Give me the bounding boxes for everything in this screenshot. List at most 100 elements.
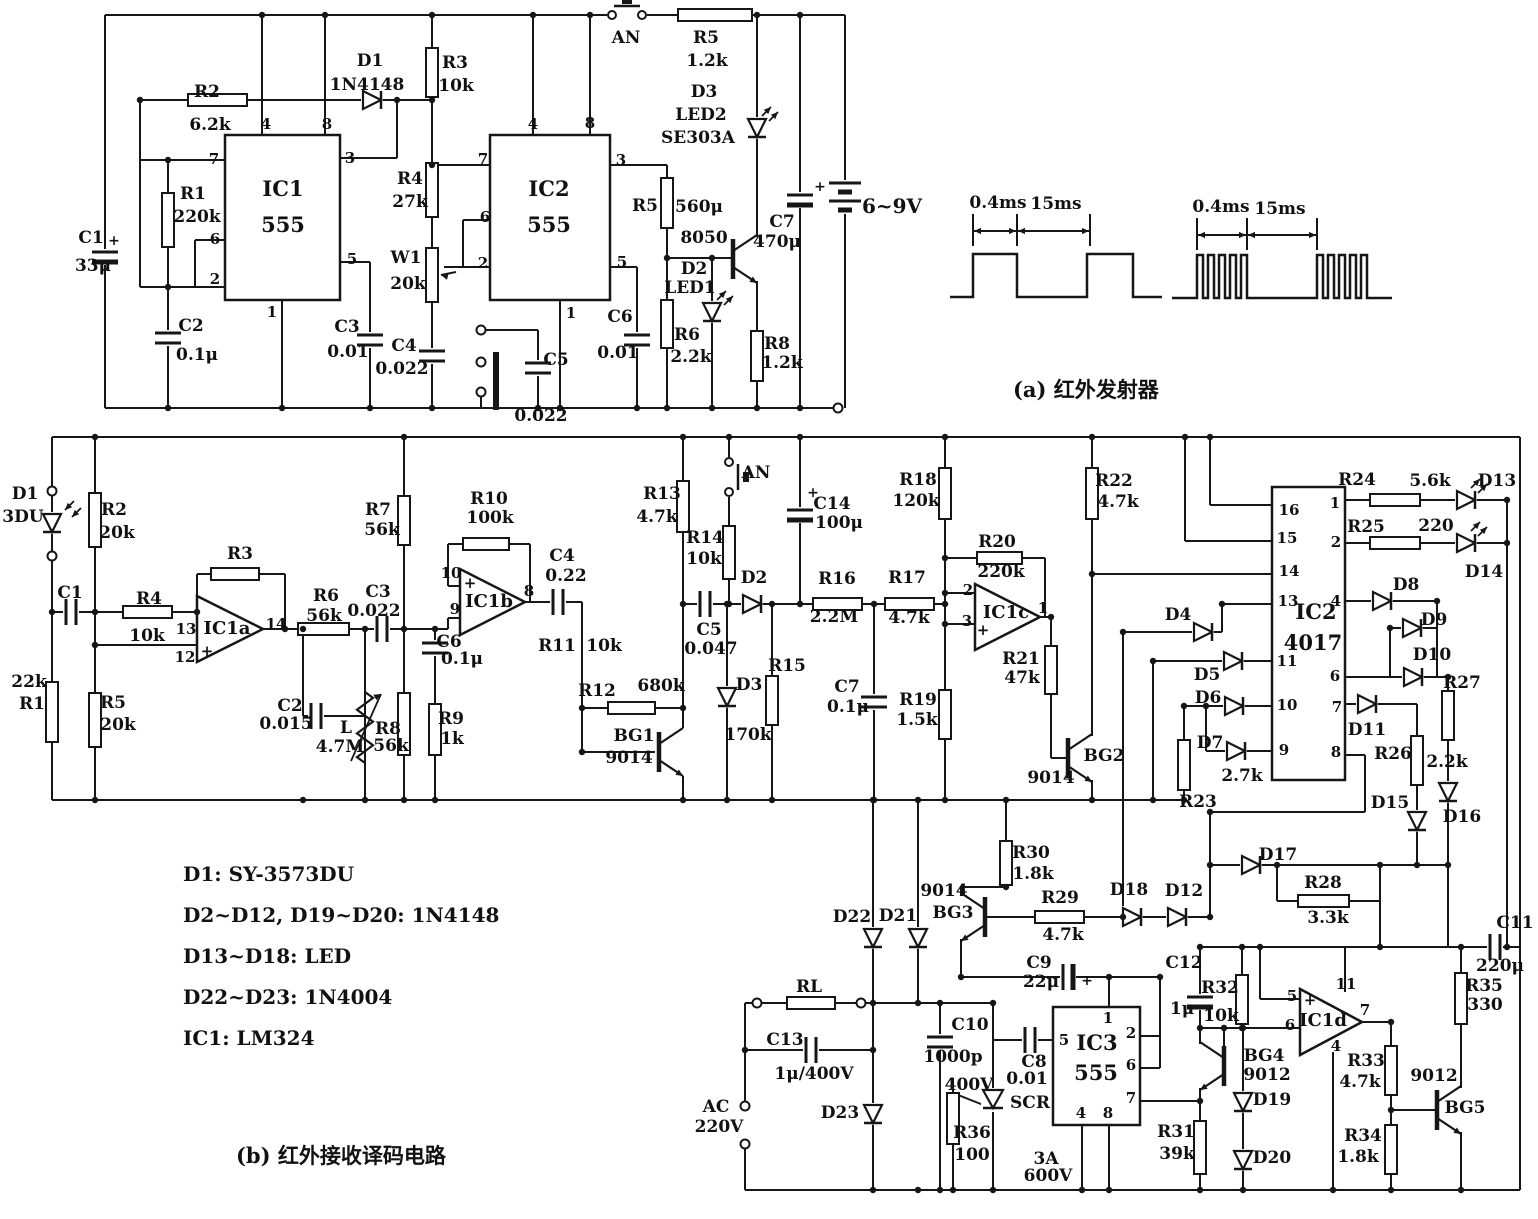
component-label: C6 [436,632,461,652]
waveform-trace [950,252,1162,299]
component-label: W1 [390,248,422,268]
component-label: C3 [334,317,359,337]
resistor [297,622,350,636]
component-label: 8 [524,582,534,600]
potentiometer [425,247,439,303]
resistor [1410,735,1424,786]
junction-dot [578,704,586,712]
component-label: 9014 [605,748,652,768]
junction-dot [431,796,439,804]
component-label: 8 [322,115,332,133]
component-label: D1 [12,484,39,504]
component-label: 4.7M [316,737,365,757]
terminal [739,1138,751,1150]
wiper-arrow [441,273,449,280]
component-label: D8 [1393,575,1420,595]
component-label: 3DU [2,507,44,527]
junction-dot [400,433,408,441]
transistor-collector [732,234,758,252]
pushbutton-contact [607,10,617,20]
terminal [46,485,58,497]
junction-dot [796,600,804,608]
junction-dot [1119,913,1127,921]
junction-dot [989,999,997,1007]
component-label: R15 [768,656,806,676]
component-label: R33 [1347,1051,1385,1071]
component-label: R16 [818,569,856,589]
junction-dot [1273,861,1281,869]
wiper [440,271,457,276]
component-label: C3 [365,582,390,602]
component-label: 2 [1126,1024,1136,1042]
component-label: 555 [1074,1060,1118,1085]
component-label: 4 [528,115,538,133]
junction-dot [936,1186,944,1194]
component-label: C13 [766,1030,803,1050]
terminal [46,550,58,562]
component-label: D10 [1413,645,1452,665]
junction-dot [1387,1186,1395,1194]
junction-dot [914,1186,922,1194]
led-ray [718,291,726,299]
arrowhead [1309,231,1316,239]
component-label: R17 [888,568,926,588]
component-label: 9014 [1027,768,1074,788]
junction-dot [1206,861,1214,869]
junction-dot [48,608,56,616]
component-label: R22 [1095,471,1133,491]
component-label: LED1 [664,278,715,298]
diode [1371,590,1394,612]
resistor [1193,1120,1207,1175]
component-label: R1 [180,184,206,204]
scr-triangle [981,1088,1005,1111]
junction-dot [258,11,266,19]
junction-dot [529,11,537,19]
component-label: R21 [1002,649,1040,669]
component-label: D20 [1253,1148,1292,1168]
component-label: 6 [210,230,220,248]
photo-ray [65,502,73,510]
component-label: 100 [954,1145,990,1165]
component-label: C10 [951,1015,988,1035]
junction-dot [1386,624,1394,632]
diode [1232,1149,1254,1172]
component-label: + [814,179,826,195]
led-ray [763,107,771,115]
component-label: 4 [1331,1037,1341,1055]
component-label: C5 [543,350,568,370]
component-label: 6 [1285,1016,1295,1034]
component-label: D6 [1195,688,1222,708]
component-label: R24 [1338,470,1376,490]
component-label: 220k [977,562,1025,582]
component-label: 11 [1277,652,1298,670]
component-label: BG5 [1444,1098,1485,1118]
junction-dot [361,796,369,804]
component-label: 1000p [923,1047,982,1067]
mask [607,9,647,21]
component-label: 0.01 [327,342,368,362]
led-ray [725,296,733,304]
switch-contact [475,356,487,368]
resistor [425,162,439,218]
component-label: 9012 [1243,1065,1290,1085]
junction-dot [361,625,369,633]
junction-dot [679,600,687,608]
component-label: R36 [953,1123,991,1143]
led-ray [1472,522,1480,530]
switch-contact [475,324,487,336]
junction-dot [679,704,687,712]
junction-dot [428,11,436,19]
resistor [397,495,411,546]
junction-dot [869,1186,877,1194]
component-label: 0.022 [375,359,428,379]
component-label: D9 [1421,610,1448,630]
component-label: 14 [1279,562,1300,580]
component-label: 1.2k [686,51,729,71]
component-label: 2 [963,581,973,599]
component-label: D15 [1371,793,1409,813]
component-label: 0.047 [684,639,737,659]
junction-dot [1202,702,1210,710]
component-label: AN [741,463,771,483]
resistor [187,93,248,107]
